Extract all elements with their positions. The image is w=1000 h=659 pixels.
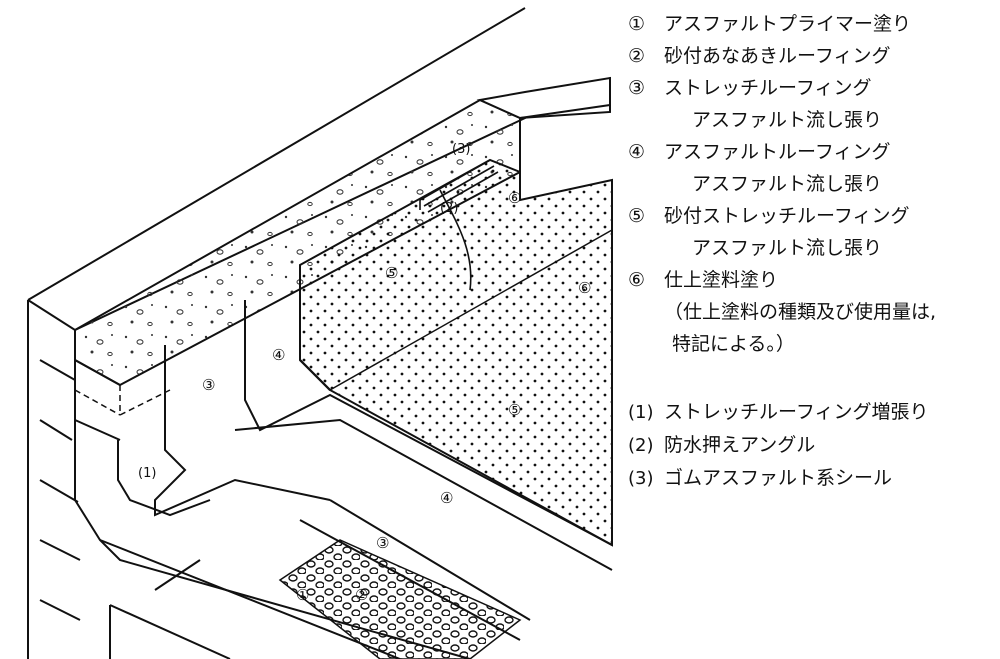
label-m2: ② <box>355 586 368 604</box>
legend-item-3-cont: アスファルト流し張り <box>692 109 883 131</box>
label-p2: (2) <box>440 201 458 216</box>
legend-note-1: （仕上塗料の種類及び使用量は, <box>664 301 937 323</box>
label-m1: ① <box>296 586 309 604</box>
label-m3b: ③ <box>202 376 215 394</box>
legend-item-5-cont: アスファルト流し張り <box>692 237 883 259</box>
legend-sub-2: (2)防水押えアングル <box>628 434 816 456</box>
legend-sub-1: (1)ストレッチルーフィング増張り <box>628 401 929 423</box>
label-p1: (1) <box>138 466 156 481</box>
label-m4b: ④ <box>272 346 285 364</box>
sheet-p1 <box>74 420 471 659</box>
label-m5a: ⑤ <box>508 401 521 419</box>
legend-item-4-cont: アスファルト流し張り <box>692 173 883 195</box>
label-m5b: ⑤ <box>385 264 398 282</box>
perforated-sheet <box>278 539 522 659</box>
label-m4a: ④ <box>440 489 453 507</box>
concrete-coping <box>74 76 611 416</box>
label-m6a: ⑥ <box>578 279 591 297</box>
legend-sub-3: (3)ゴムアスファルト系シール <box>628 467 893 489</box>
label-m3a: ③ <box>376 534 389 552</box>
sheet-4 <box>234 265 613 571</box>
angle-and-seal <box>419 159 499 291</box>
legend-note-2: 特記による。） <box>672 333 795 355</box>
label-m6b: ⑥ <box>508 189 521 207</box>
label-p3: (3) <box>452 142 470 157</box>
